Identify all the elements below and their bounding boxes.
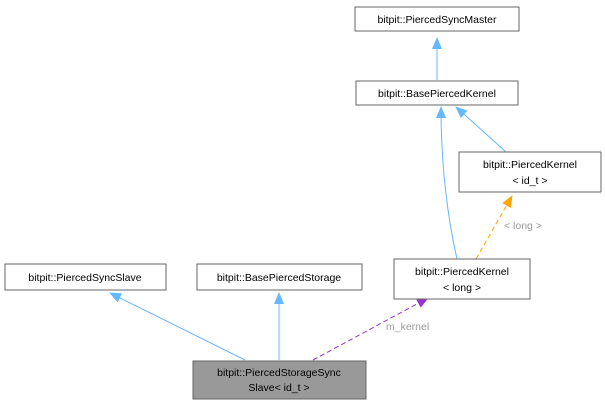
node-pierced-sync-master[interactable]: bitpit::PiercedSyncMaster xyxy=(354,6,520,32)
node-label-line-2: Slave< id_t > xyxy=(248,382,309,394)
node-pierced-storage-sync-slave[interactable]: bitpit::PiercedStorageSync Slave< id_t > xyxy=(192,360,367,400)
node-pierced-sync-slave[interactable]: bitpit::PiercedSyncSlave xyxy=(4,263,167,291)
edge-kernel-long-to-base-kernel xyxy=(436,106,458,260)
node-base-pierced-storage[interactable]: bitpit::BasePiercedStorage xyxy=(196,263,363,291)
edges xyxy=(109,37,513,361)
edge-storage-slave-to-kernel-long xyxy=(312,297,429,361)
edge-kernel-id-to-base-kernel xyxy=(455,106,507,153)
edge-kernel-long-to-kernel-id xyxy=(475,195,513,260)
node-pierced-kernel-long[interactable]: bitpit::PiercedKernel < long > xyxy=(393,258,531,300)
node-label: bitpit::PiercedSyncMaster xyxy=(377,14,497,26)
node-label-line-1: bitpit::PiercedKernel xyxy=(415,266,509,278)
edge-storage-slave-to-sync-slave xyxy=(109,292,246,361)
node-label-line-1: bitpit::PiercedKernel xyxy=(483,159,577,171)
node-label-line-1: bitpit::PiercedStorageSync xyxy=(217,367,341,379)
node-label: bitpit::BasePiercedKernel xyxy=(378,88,496,100)
node-base-pierced-kernel[interactable]: bitpit::BasePiercedKernel xyxy=(355,80,519,106)
node-label-line-2: < long > xyxy=(443,282,481,294)
edge-label-m-kernel: m_kernel xyxy=(386,321,429,333)
node-pierced-kernel-id-t[interactable]: bitpit::PiercedKernel < id_t > xyxy=(458,151,602,193)
edge-label-template-long: < long > xyxy=(504,220,542,232)
node-label: bitpit::PiercedSyncSlave xyxy=(28,272,141,284)
node-label-line-2: < id_t > xyxy=(512,175,547,187)
node-label: bitpit::BasePiercedStorage xyxy=(217,272,341,284)
